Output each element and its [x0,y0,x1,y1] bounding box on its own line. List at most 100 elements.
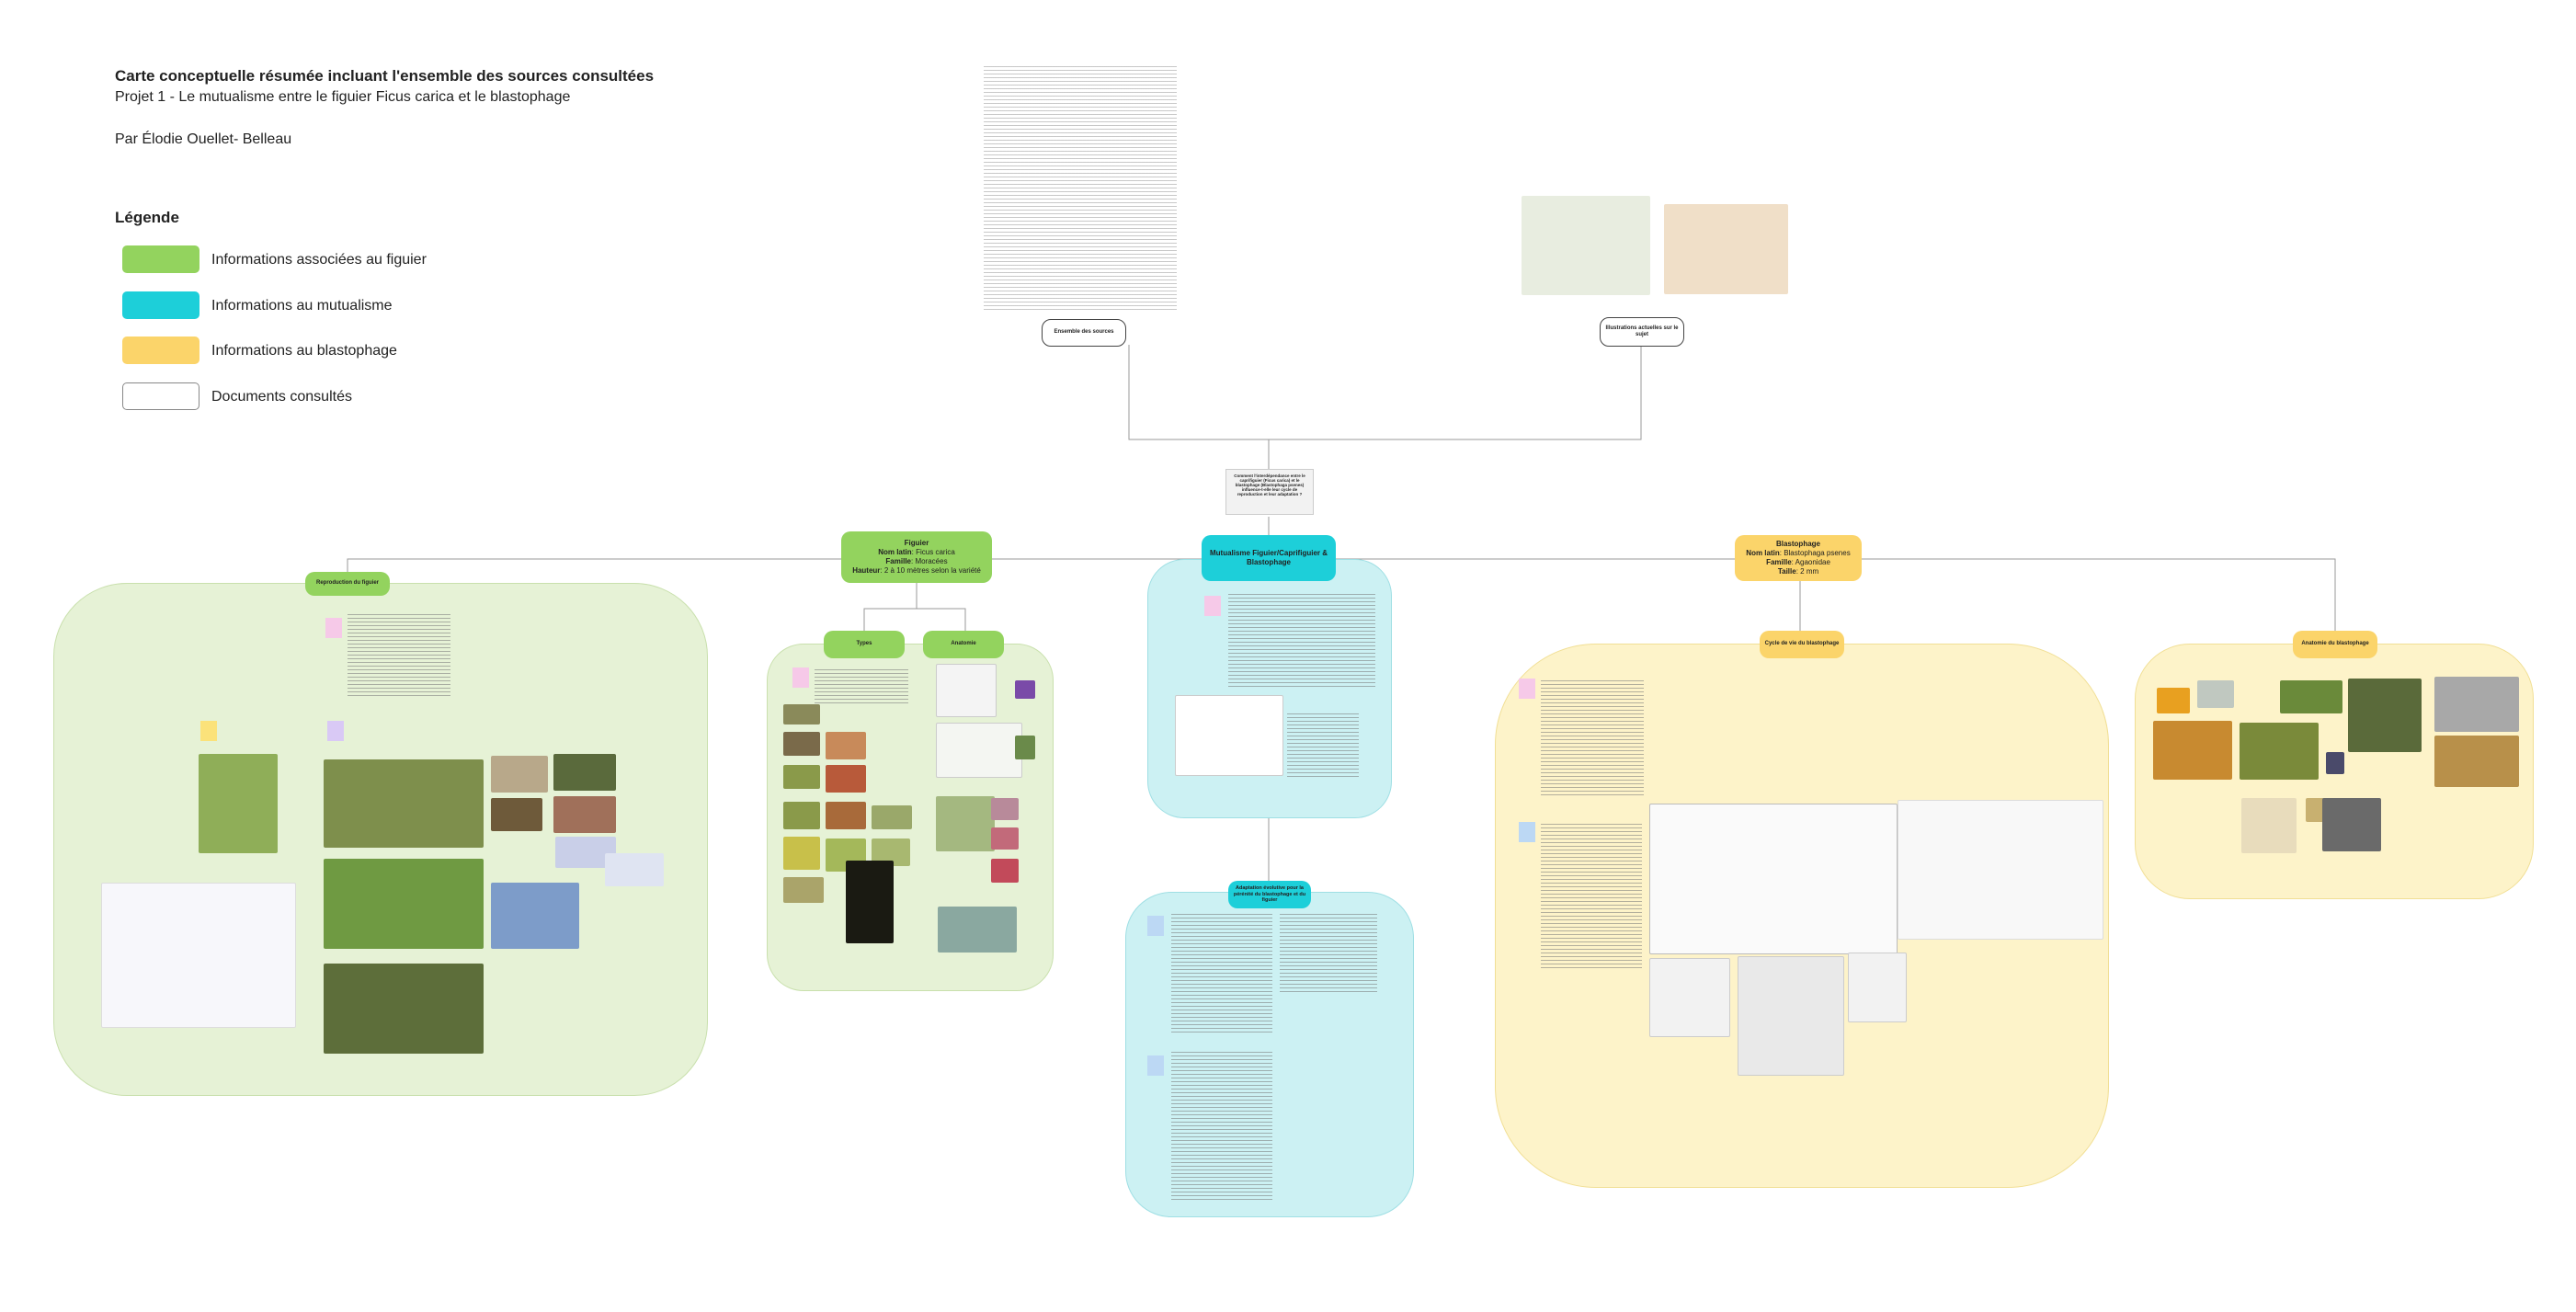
legend-swatch-documents [122,382,199,410]
text-block [1280,914,1377,995]
text-block [1228,594,1375,688]
anatomy-sketch [1848,953,1907,1022]
wasp-photo [2153,721,2232,780]
fig-photo [1015,680,1035,699]
fig-photo [783,802,820,829]
blastophage-title: Blastophage [1775,540,1820,548]
sticky-note [1147,1055,1164,1076]
fig-photo [936,796,995,851]
fig-photo [199,754,278,853]
figuier-family-label: Famille [885,557,911,565]
life-cycle-illustration [1649,804,1898,954]
node-cycle-label: Cycle de vie du blastophage [1764,641,1840,647]
sticky-note [325,618,342,638]
fig-photo [826,765,866,793]
fig-photo [783,877,824,903]
node-anatomie[interactable]: Anatomie [923,631,1004,658]
fig-photo [991,859,1019,883]
blastophage-size-value: : 2 mm [1795,567,1819,576]
anatomy-diagram [936,723,1022,778]
node-illustrations-label: Illustrations actuelles sur le sujet [1605,325,1679,338]
fig-photo [324,759,484,848]
fig-photo [991,798,1019,820]
legend-swatch-figuier [122,245,199,273]
fig-photo [491,883,579,949]
fig-photo [826,732,866,759]
fig-photo [491,798,542,831]
node-adaptations-label: Adaptation évolutive pour la pérénité du… [1233,884,1306,904]
anatomy-sketch [1649,958,1730,1037]
anatomy-sketch [1738,956,1844,1076]
node-types[interactable]: Types [824,631,905,658]
fig-photo [324,859,484,949]
node-anatomie-blastophage[interactable]: Anatomie du blastophage [2293,631,2377,658]
fig-photo [846,861,894,943]
node-figuier[interactable]: Figuier Nom latin: Ficus carica Famille:… [841,531,992,583]
illustration-image-1 [1522,196,1650,295]
fig-photo [938,907,1017,953]
node-mutualisme[interactable]: Mutualisme Figuier/Caprifiguier & Blasto… [1202,535,1336,581]
legend-title: Légende [115,209,179,226]
node-reproduction[interactable]: Reproduction du figuier [305,572,390,596]
text-block [1541,680,1644,798]
blastophage-family-label: Famille [1766,558,1792,566]
wasp-photo [2240,723,2319,780]
text-block [1541,824,1642,971]
node-mutualisme-label: Mutualisme Figuier/Caprifiguier & Blasto… [1209,549,1328,566]
text-block [815,669,908,706]
illustration-image-2 [1664,204,1788,294]
fig-photo [553,796,616,833]
fig-photo [605,853,664,886]
legend-swatch-blastophage [122,337,199,364]
diagram-image [101,883,296,1028]
sticky-note [792,667,809,688]
node-types-label: Types [856,641,872,647]
sticky-note [1519,822,1535,842]
node-reproduction-label: Reproduction du figuier [316,580,379,587]
sticky-note [1147,916,1164,936]
page-title: Carte conceptuelle résumée incluant l'en… [115,67,655,85]
blastophage-size-label: Taille [1777,567,1796,576]
blastophage-family-value: : Agaonidae [1791,558,1830,566]
figuier-latin-label: Nom latin [878,548,912,556]
node-anatomie-label: Anatomie [951,641,976,647]
sticky-note [1204,596,1221,616]
node-cycle[interactable]: Cycle de vie du blastophage [1760,631,1844,658]
fig-photo [826,802,866,829]
wasp-photo [2241,798,2297,853]
author-line: Par Élodie Ouellet- Belleau [115,131,292,147]
cycle-diagram [1175,695,1283,776]
wasp-photo [2326,752,2344,774]
blastophage-latin-value: : Blastophaga psenes [1779,549,1851,557]
figuier-height-label: Hauteur [852,566,881,575]
figuier-latin-value: : Ficus carica [911,548,955,556]
node-illustrations[interactable]: Illustrations actuelles sur le sujet [1600,317,1684,347]
text-block [1287,713,1359,778]
page-subtitle: Projet 1 - Le mutualisme entre le figuie… [115,89,571,105]
text-block [1171,914,1272,1033]
fig-photo [783,837,820,870]
node-blastophage[interactable]: Blastophage Nom latin: Blastophaga psene… [1735,535,1862,581]
legend-label-documents: Documents consultés [211,389,352,405]
fig-photo [783,732,820,756]
wasp-photo [2157,688,2190,713]
wasp-photo [2434,677,2519,732]
fig-photo [783,765,820,789]
fig-photo [324,964,484,1054]
legend-label-mutualisme: Informations au mutualisme [211,298,393,314]
figuier-family-value: : Moracées [911,557,948,565]
text-block [348,614,450,699]
fig-photo [491,756,548,793]
figuier-height-value: : 2 à 10 mètres selon la variété [880,566,981,575]
blastophage-latin-label: Nom latin [1746,549,1780,557]
life-cycle-illustration [1898,800,2103,940]
fig-photo [553,754,616,791]
sources-document [984,66,1186,314]
sticky-note [200,721,217,741]
node-adaptations[interactable]: Adaptation évolutive pour la pérénité du… [1228,881,1311,908]
node-sources[interactable]: Ensemble des sources [1042,319,1126,347]
fig-photo [1015,736,1035,759]
central-question: Comment l'interdépendance entre le capri… [1225,469,1314,515]
wasp-photo [2197,680,2234,708]
anatomy-diagram [936,664,997,717]
